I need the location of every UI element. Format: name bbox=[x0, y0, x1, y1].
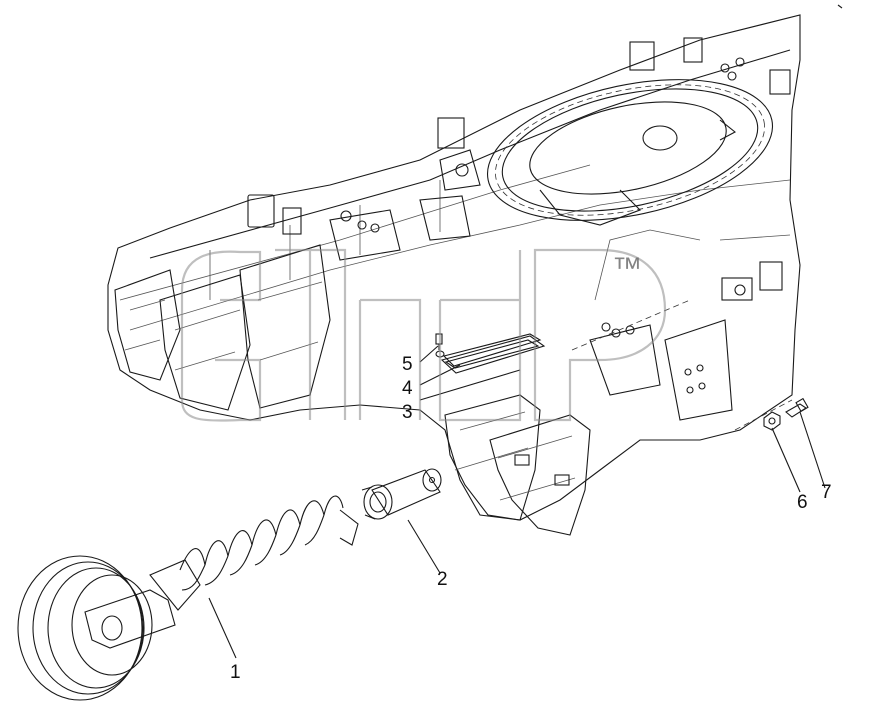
trademark-symbol: ™ bbox=[612, 252, 642, 285]
callout-7: 7 bbox=[821, 482, 832, 503]
callout-5: 5 bbox=[402, 354, 413, 375]
callout-6: 6 bbox=[797, 492, 808, 513]
callout-labels: 1 2 3 4 5 6 7 bbox=[230, 354, 832, 683]
right-rail-arms bbox=[444, 229, 793, 536]
callout-2: 2 bbox=[437, 569, 448, 590]
cover-plate-group bbox=[435, 333, 546, 374]
slewing-ring bbox=[486, 79, 774, 226]
tension-cylinder bbox=[361, 468, 442, 520]
track-frame bbox=[107, 14, 801, 521]
callout-1: 1 bbox=[230, 662, 241, 683]
idler-spring-assembly bbox=[17, 495, 359, 701]
callout-4: 4 bbox=[402, 378, 413, 399]
watermark-logo: ™ bbox=[180, 248, 667, 422]
callout-3: 3 bbox=[402, 402, 413, 423]
upper-right-bolts bbox=[720, 57, 791, 95]
nut-and-bolt bbox=[763, 397, 809, 431]
leader-lines bbox=[208, 4, 843, 659]
